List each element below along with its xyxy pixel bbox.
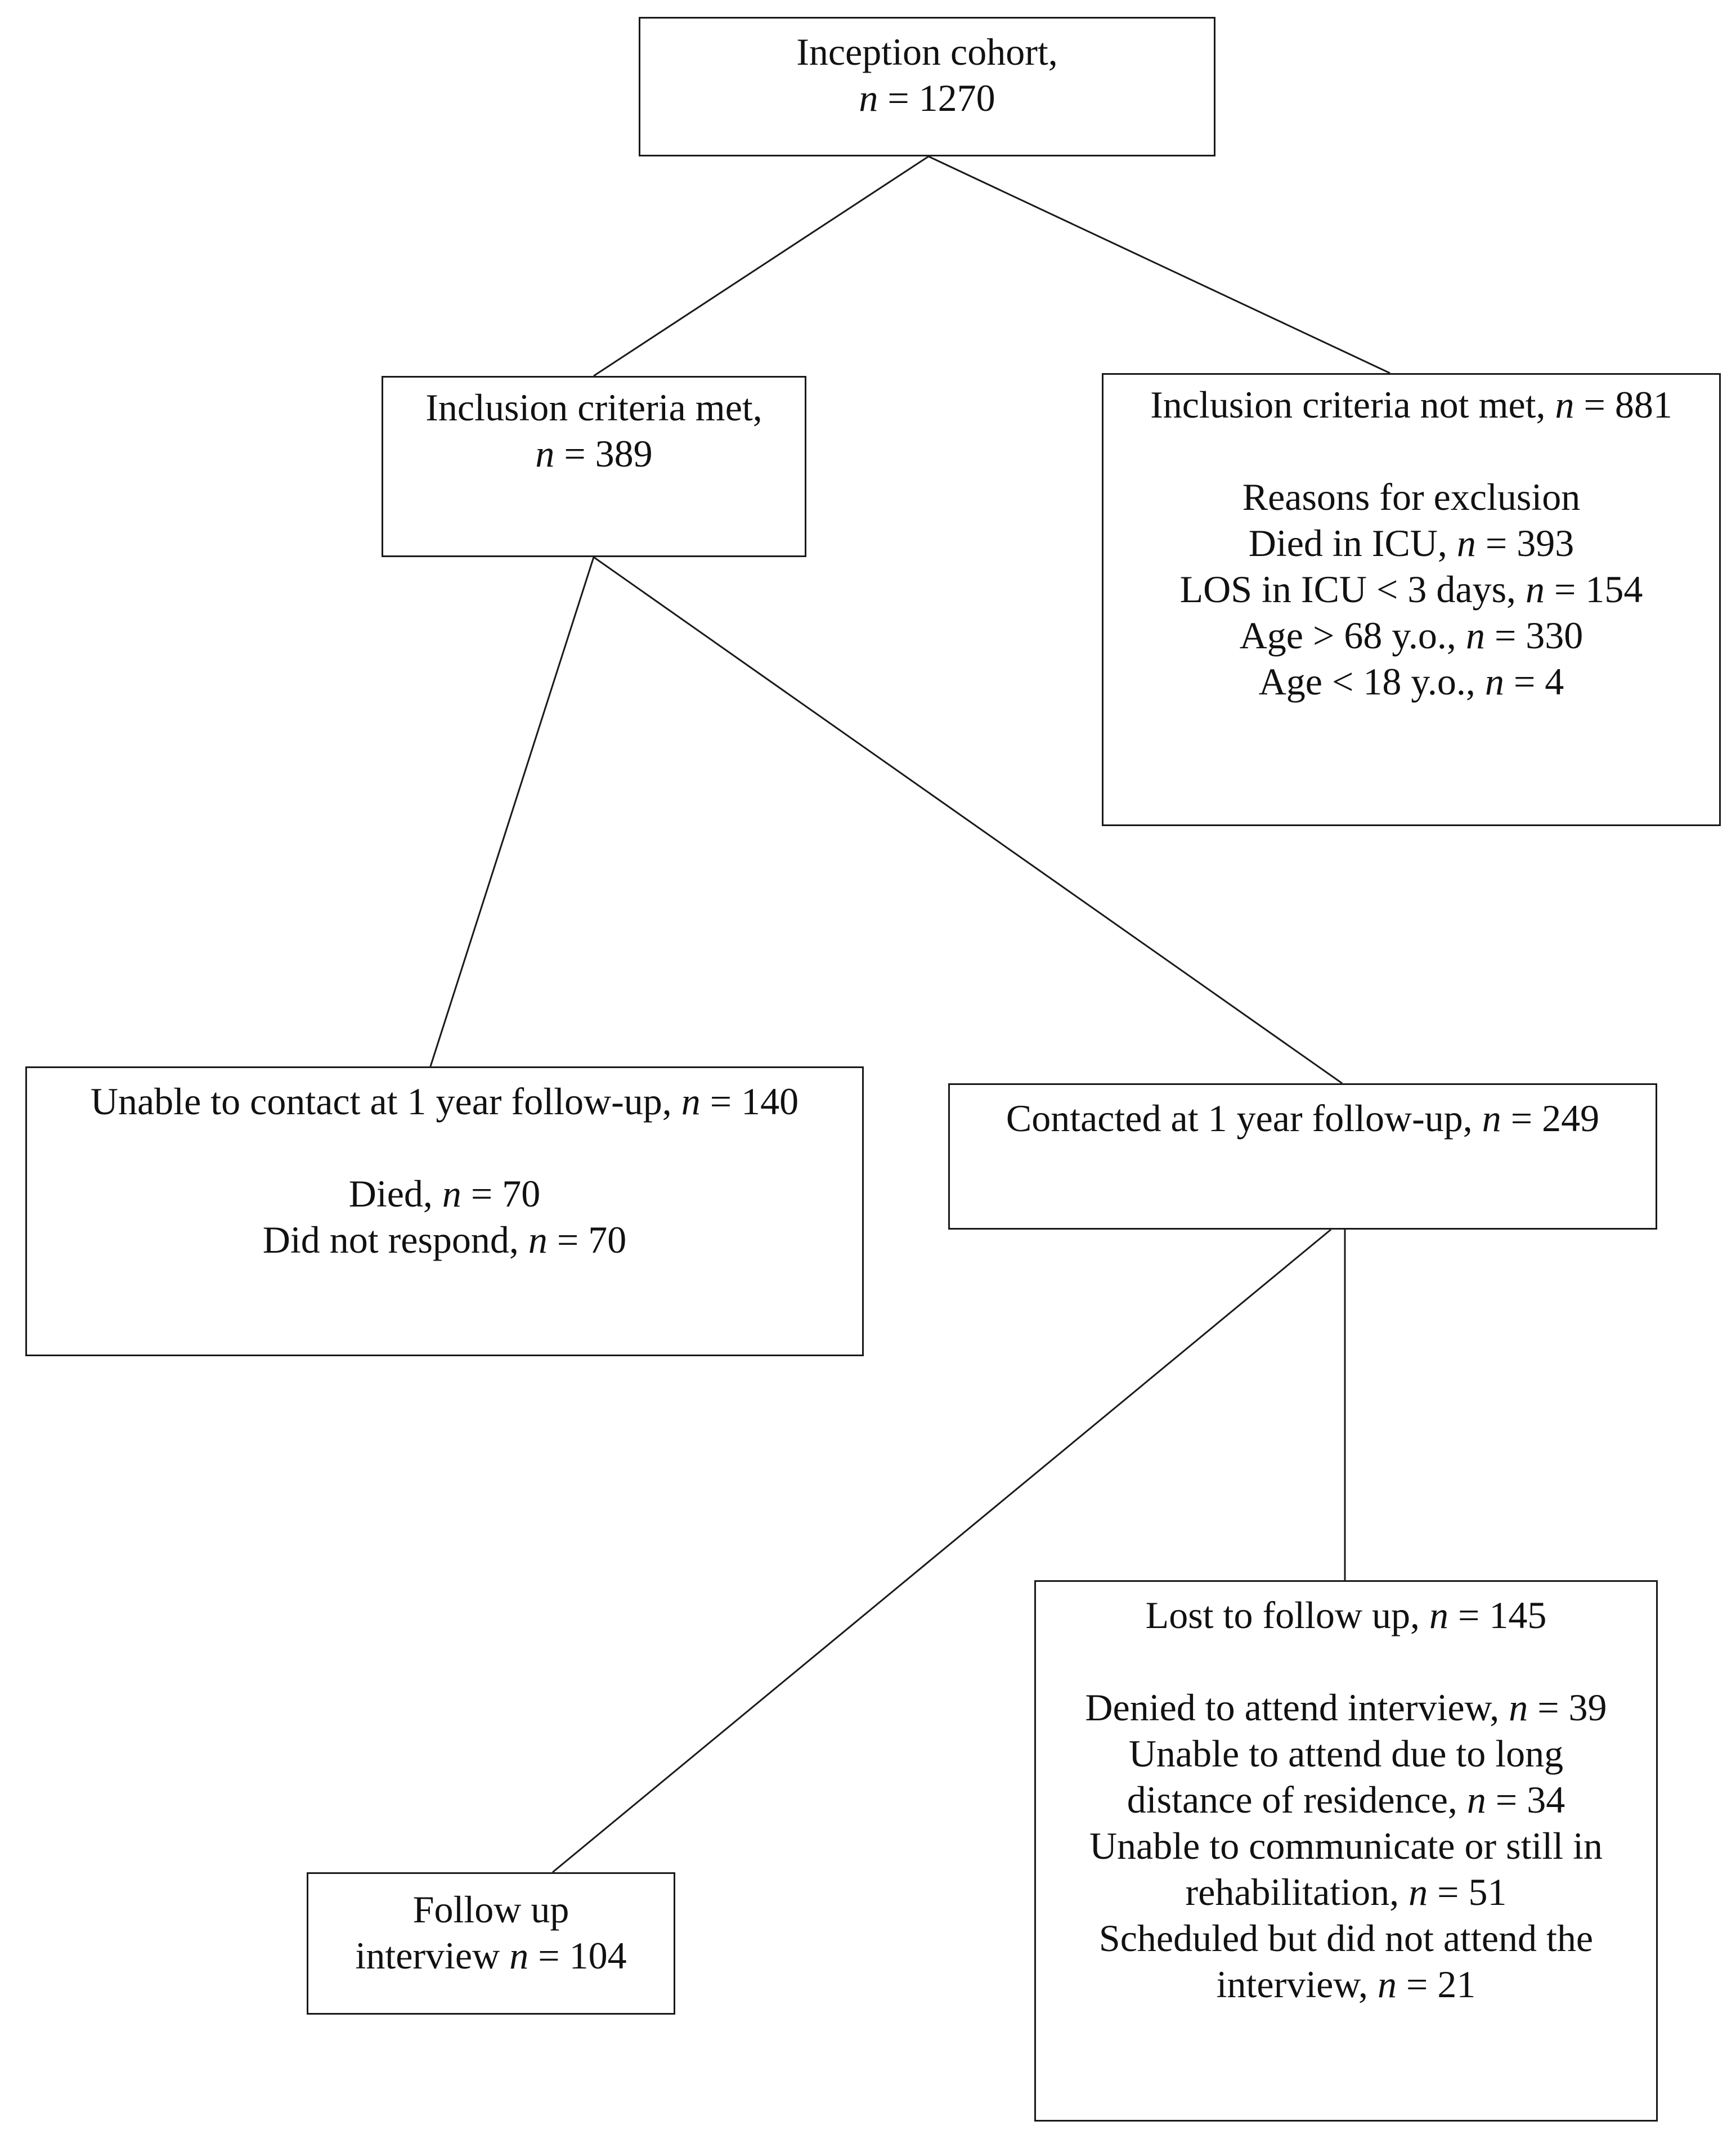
node-line: Reasons for exclusion	[1242, 476, 1581, 518]
edge-inception-to-inclusion-not-met	[928, 155, 1390, 374]
node-line: interview, n = 21	[1216, 1963, 1476, 2006]
node-lost-to-follow-up: Lost to follow up, n = 145 Denied to att…	[1034, 1580, 1658, 2122]
node-line: Follow up	[412, 1888, 569, 1931]
node-heading: Unable to contact at 1 year follow-up, n…	[90, 1080, 799, 1123]
node-line: Scheduled but did not attend the	[1098, 1917, 1594, 1959]
node-line: distance of residence, n = 34	[1127, 1778, 1565, 1821]
node-line: Inception cohort,	[796, 30, 1058, 73]
node-line: n = 389	[535, 432, 653, 475]
node-line: Did not respond, n = 70	[262, 1218, 627, 1261]
node-line: Unable to attend due to long	[1128, 1732, 1564, 1775]
node-unable-to-contact: Unable to contact at 1 year follow-up, n…	[25, 1066, 864, 1356]
node-line: Inclusion criteria met,	[425, 386, 762, 429]
node-line: n = 1270	[859, 77, 995, 119]
node-line: Denied to attend interview, n = 39	[1085, 1686, 1607, 1729]
node-line: Unable to communicate or still in	[1089, 1824, 1603, 1867]
edge-contacted-to-follow-up	[552, 1228, 1331, 1873]
node-heading: Lost to follow up, n = 145	[1145, 1594, 1547, 1636]
node-follow-up-interview: Follow up interview n = 104	[307, 1872, 675, 2015]
node-inception-cohort: Inception cohort, n = 1270	[639, 17, 1215, 156]
node-line: interview n = 104	[355, 1934, 627, 1977]
node-contacted: Contacted at 1 year follow-up, n = 249	[948, 1083, 1657, 1230]
node-line: LOS in ICU < 3 days, n = 154	[1179, 568, 1643, 611]
node-line: Age > 68 y.o., n = 330	[1239, 614, 1584, 657]
edge-inception-to-inclusion-met	[593, 155, 929, 377]
edge-inclusion-met-to-unable-contact	[429, 557, 595, 1067]
node-heading: Inclusion criteria not met, n = 881	[1150, 383, 1672, 426]
node-line: rehabilitation, n = 51	[1185, 1871, 1507, 1913]
node-inclusion-criteria-not-met: Inclusion criteria not met, n = 881 Reas…	[1102, 373, 1721, 826]
edge-inclusion-met-to-contacted	[593, 556, 1343, 1084]
node-line: Died, n = 70	[348, 1172, 541, 1215]
node-line: Died in ICU, n = 393	[1248, 522, 1574, 564]
node-inclusion-criteria-met: Inclusion criteria met, n = 389	[382, 376, 806, 557]
node-line: Age < 18 y.o., n = 4	[1258, 660, 1564, 703]
node-line: Contacted at 1 year follow-up, n = 249	[1006, 1097, 1600, 1140]
